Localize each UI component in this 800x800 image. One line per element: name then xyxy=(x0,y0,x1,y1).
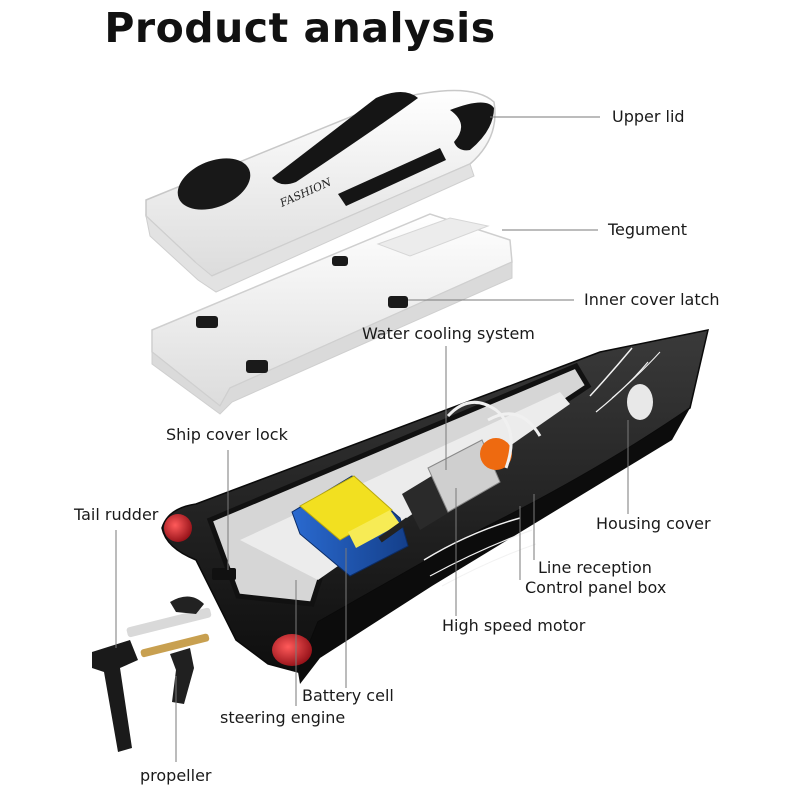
tail-light-right xyxy=(272,634,312,666)
label-inner-cover-latch: Inner cover latch xyxy=(584,290,720,309)
label-water-cooling-system: Water cooling system xyxy=(362,324,535,343)
label-high-speed-motor: High speed motor xyxy=(442,616,586,635)
label-ship-cover-lock: Ship cover lock xyxy=(166,425,288,444)
housing-cover-window xyxy=(627,384,653,420)
page-title: Product analysis xyxy=(104,4,496,52)
motor-label xyxy=(480,438,512,470)
leader-lines xyxy=(115,116,629,762)
label-propeller: propeller xyxy=(140,766,212,785)
label-upper-lid: Upper lid xyxy=(612,107,685,126)
motor-assembly xyxy=(378,400,542,543)
label-housing-cover: Housing cover xyxy=(596,514,711,533)
inner-cover-latches xyxy=(196,256,408,373)
label-tegument: Tegument xyxy=(608,220,688,239)
label-tail-rudder: Tail rudder xyxy=(74,505,159,524)
upper-lid: FASHION xyxy=(145,89,496,293)
label-line-reception: Line reception xyxy=(538,558,652,577)
tegument xyxy=(151,213,513,415)
rudder-propeller-assembly xyxy=(92,596,212,752)
battery-pack xyxy=(291,475,409,577)
label-battery-cell: Battery cell xyxy=(302,686,394,705)
label-steering-engine: steering engine xyxy=(220,708,346,727)
tail-light-left xyxy=(164,514,192,542)
label-control-panel-box: Control panel box xyxy=(525,578,667,597)
ship-cover-lock xyxy=(212,568,236,580)
